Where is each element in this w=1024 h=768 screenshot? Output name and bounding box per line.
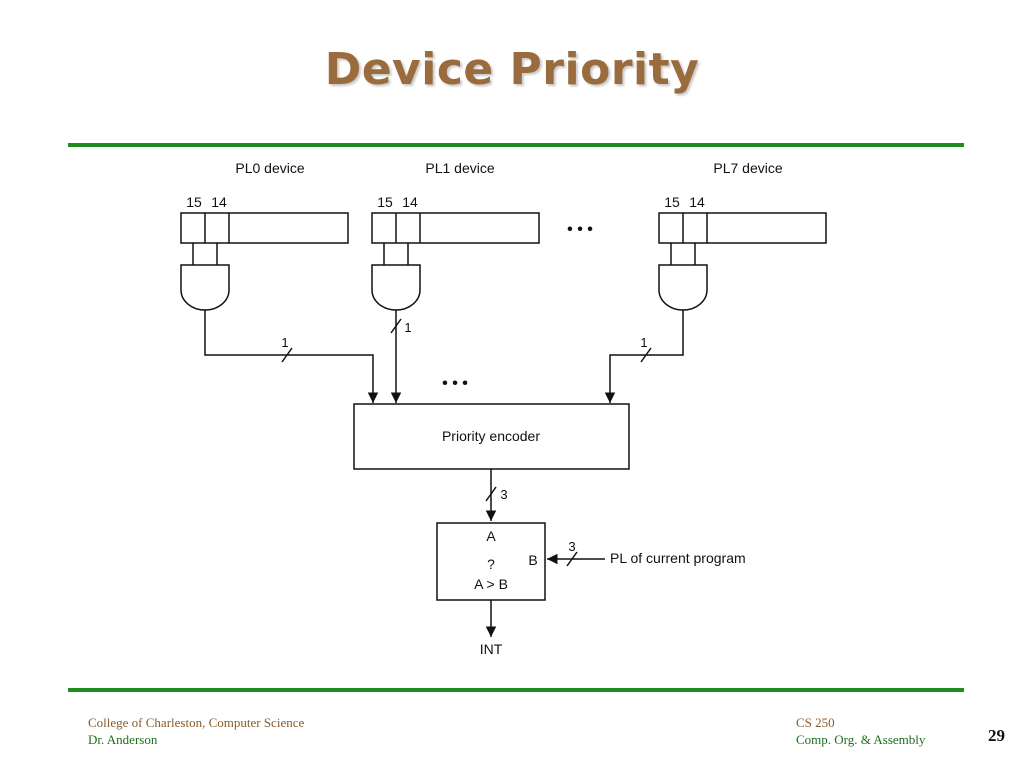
bit-hi-pl0: 15 <box>186 194 202 210</box>
comparator-input-b: B <box>528 552 537 568</box>
bit-lo-pl1: 14 <box>402 194 418 210</box>
top-divider <box>68 143 964 147</box>
and-gate-pl1 <box>371 264 421 311</box>
priority-encoder-label: Priority encoder <box>442 428 540 444</box>
wire-pl0 <box>204 310 379 403</box>
and-gate-pl0 <box>180 264 230 311</box>
register-pl7 <box>658 212 827 244</box>
bus-width-pl1: 1 <box>404 320 411 335</box>
encoder-bus-slash <box>485 486 497 502</box>
device-pl0 <box>180 212 379 403</box>
bit-lo-pl0: 14 <box>211 194 227 210</box>
register-pl1 <box>371 212 540 244</box>
device-label-pl0: PL0 device <box>235 160 304 176</box>
device-pl1 <box>371 212 540 403</box>
bottom-divider <box>68 688 964 692</box>
footer-institution: College of Charleston, Computer Science <box>88 715 305 730</box>
bit-hi-pl7: 15 <box>664 194 680 210</box>
bus-width-pl0: 1 <box>281 335 288 350</box>
wire-pl7 <box>604 310 684 403</box>
comparator-question: ? <box>487 556 495 572</box>
bus-width-pl7: 1 <box>640 335 647 350</box>
current-pl-bus-slash <box>566 551 578 567</box>
bus-slash-pl7 <box>640 347 652 363</box>
and-gate-pl7 <box>658 264 708 311</box>
comparator-expression: A > B <box>474 576 508 592</box>
comparator-box <box>436 522 546 601</box>
bus-slash-pl1 <box>390 318 402 334</box>
device-pl7 <box>604 212 827 403</box>
footer-course-name: Comp. Org. & Assembly <box>796 732 926 747</box>
encoder-bus-width: 3 <box>500 487 507 502</box>
footer-author: Dr. Anderson <box>88 732 158 747</box>
register-pl0 <box>180 212 349 244</box>
footer-course-code: CS 250 <box>796 715 835 730</box>
current-pl-label: PL of current program <box>610 550 746 566</box>
footer-right: CS 250 Comp. Org. & Assembly <box>796 714 925 748</box>
current-pl-bus-width: 3 <box>568 539 575 554</box>
comparator-input-a: A <box>486 528 496 544</box>
footer-left: College of Charleston, Computer Science … <box>88 714 304 748</box>
ellipsis-top: • • • <box>567 221 593 238</box>
bit-hi-pl1: 15 <box>377 194 393 210</box>
page-number: 29 <box>988 726 1005 745</box>
int-output-label: INT <box>480 641 503 657</box>
bus-slash-pl0 <box>281 347 293 363</box>
slide-title: Device Priority <box>324 44 700 95</box>
device-label-pl7: PL7 device <box>713 160 782 176</box>
ellipsis-mid: • • • <box>442 375 468 392</box>
device-label-pl1: PL1 device <box>425 160 494 176</box>
bit-lo-pl7: 14 <box>689 194 705 210</box>
